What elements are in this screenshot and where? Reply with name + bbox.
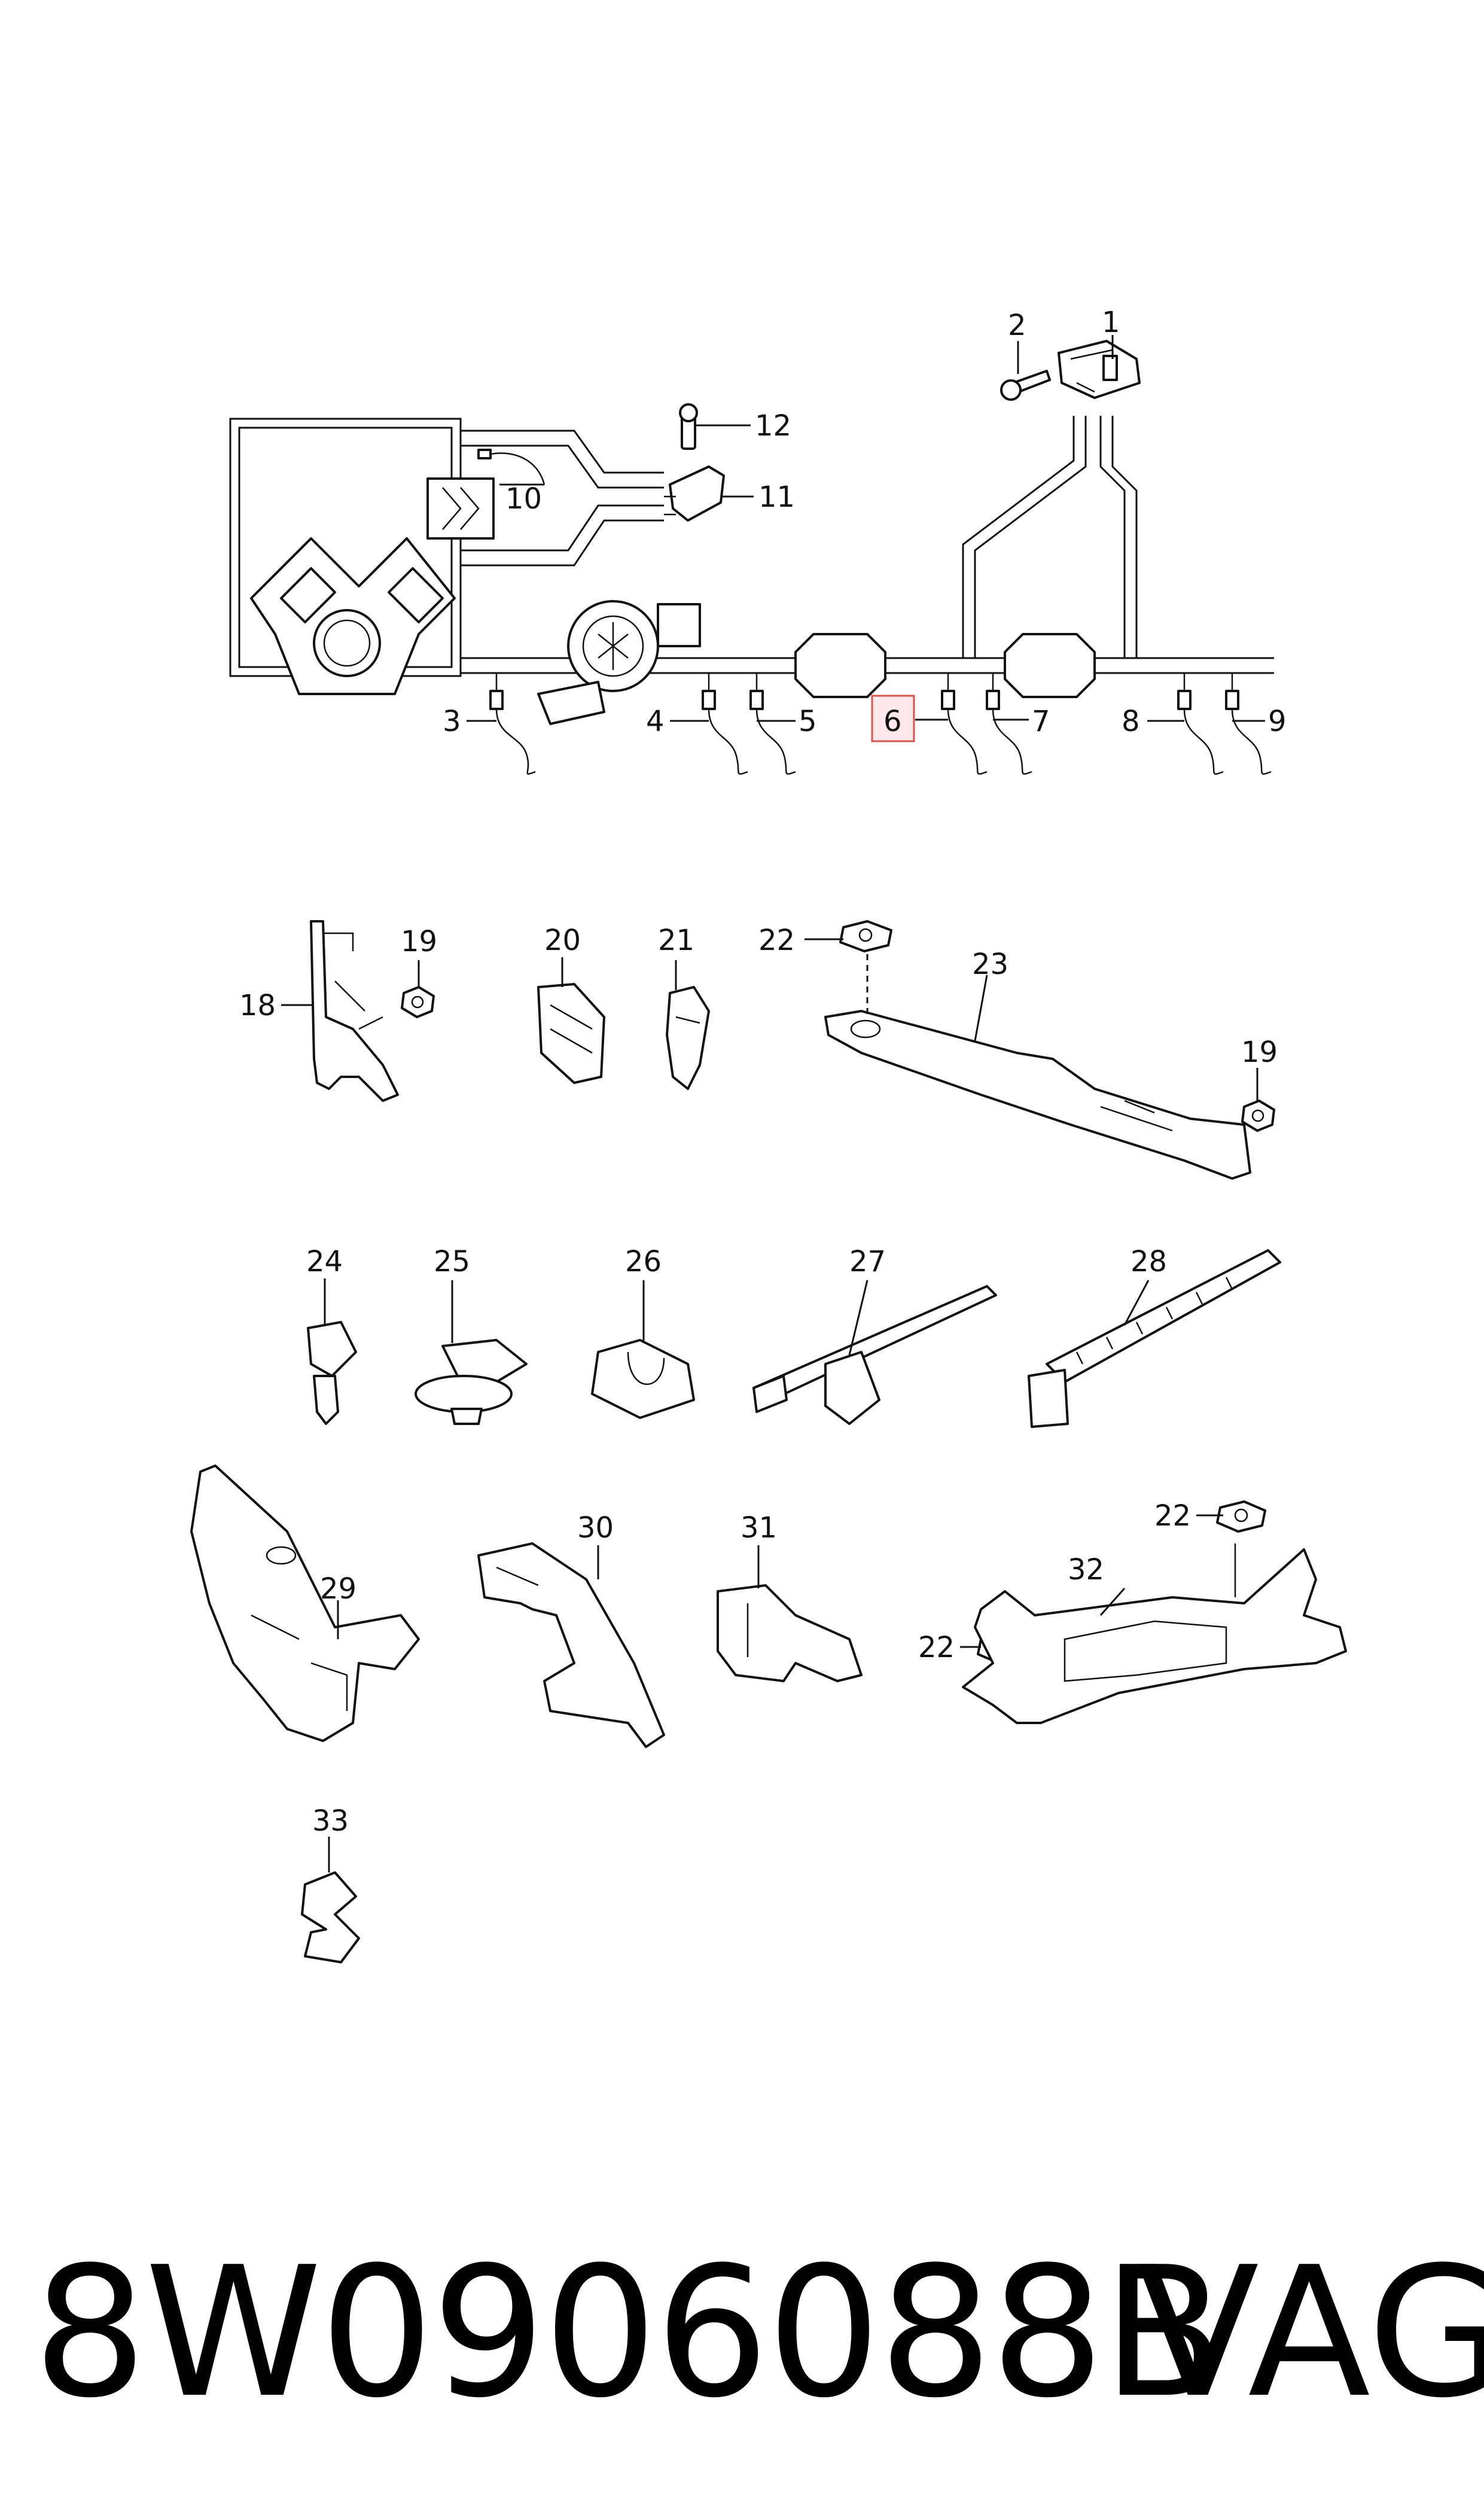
label-2: 2 [1008,309,1026,342]
screw-2 [1000,370,1051,401]
clip-31 [717,1584,863,1682]
pressure-sensor-11 [664,465,725,522]
bracket-32 [962,1543,1347,1724]
pressure-sensor-1 [1058,340,1141,399]
label-22c: 22 [918,1631,955,1664]
nut-19b [1241,1100,1275,1132]
label-10: 10 [505,482,542,516]
label-1: 1 [1102,306,1120,339]
label-32: 32 [1068,1553,1104,1587]
clip-26 [591,1339,695,1419]
sensor-8 [1177,690,1224,775]
label-25: 25 [434,1245,470,1278]
clip-30 [477,1542,665,1748]
label-5: 5 [799,705,817,738]
label-31: 31 [741,1511,777,1545]
label-4: 4 [646,705,665,738]
cable-tie-27 [752,1285,997,1425]
label-12: 12 [755,409,791,443]
highlight-box-6 [871,695,915,742]
clip-25 [415,1339,528,1425]
clip-33 [301,1871,360,1963]
label-26: 26 [625,1245,662,1278]
sensor-6 [941,690,988,775]
sensor-4 [702,690,748,775]
label-6: 6 [883,705,902,738]
brand-name: VAG [1136,2228,1484,2437]
screw-12 [679,403,698,450]
label-27: 27 [849,1245,886,1278]
label-33: 33 [312,1804,349,1838]
label-3: 3 [443,705,461,738]
sensor-wires [489,690,1272,775]
sensor-9 [1225,690,1272,775]
label-19a: 19 [401,925,437,958]
sensor-7 [986,690,1032,775]
label-11: 11 [758,480,795,514]
label-18: 18 [239,989,276,1022]
label-29: 29 [320,1572,356,1606]
sensor-5 [749,690,796,775]
callout-leaders [281,335,1265,1872]
label-24: 24 [306,1245,343,1278]
sensor-3 [489,690,536,775]
clip-21 [666,986,710,1090]
label-19b: 19 [1241,1036,1278,1069]
nut-19a [401,986,435,1018]
label-20: 20 [544,924,581,957]
label-30: 30 [577,1511,614,1545]
label-23: 23 [972,948,1008,981]
label-7: 7 [1032,705,1050,738]
label-28: 28 [1130,1245,1167,1278]
nut-22b [1216,1500,1266,1533]
part-number: 8W0906088B [33,2228,1225,2437]
cable-tie-28 [1028,1249,1281,1428]
engine-exhaust-schematic [229,416,1274,725]
label-22b: 22 [1154,1499,1191,1533]
bracket-23 [824,1010,1251,1180]
label-22a: 22 [758,924,795,957]
label-21: 21 [658,924,694,957]
bracket-29 [190,1464,420,1742]
bracket-18 [310,920,399,1102]
label-9: 9 [1268,705,1287,738]
clip-20 [537,983,605,1084]
callout-labels: 1 2 12 11 10 3 4 5 6 7 8 9 18 19 20 21 2… [239,306,1287,1838]
clip-24 [307,1321,357,1425]
label-8: 8 [1122,705,1140,738]
nut-22a [839,920,892,952]
